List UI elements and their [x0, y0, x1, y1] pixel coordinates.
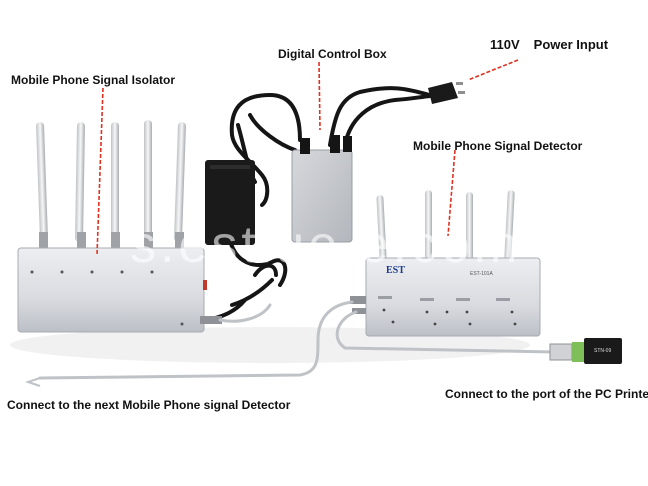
- pointer-power-input: [467, 59, 519, 81]
- signal-detector: [350, 190, 541, 337]
- printer-adapter: [549, 338, 622, 364]
- adapter-text: STN-09: [594, 348, 612, 354]
- label-connect-next: Connect to the next Mobile Phone signal …: [7, 398, 291, 412]
- digital-control-box: [291, 135, 353, 243]
- data-cables: [38, 300, 557, 380]
- pointer-isolator: [96, 87, 104, 256]
- isolator-antennas: [36, 120, 186, 250]
- pointer-lines: [96, 59, 519, 256]
- label-signal-isolator: Mobile Phone Signal Isolator: [11, 73, 176, 87]
- label-signal-detector: Mobile Phone Signal Detector: [413, 139, 583, 153]
- power-cables: [203, 86, 432, 322]
- detector-brand: EST: [386, 265, 405, 276]
- pointer-control-box: [318, 61, 321, 131]
- pointer-detector: [447, 149, 456, 237]
- cable-arrow-left: [24, 377, 41, 387]
- label-power-input-text: Power Input: [533, 37, 609, 52]
- power-plug: [428, 82, 465, 104]
- signal-isolator: [17, 120, 222, 333]
- label-digital-control-box: Digital Control Box: [278, 47, 387, 61]
- power-adapter: [205, 160, 255, 245]
- watermark: s.estlue.e.com: [130, 216, 522, 274]
- label-power-input: 110V Power Input: [490, 37, 608, 52]
- label-power-voltage: 110V: [490, 37, 520, 52]
- label-connect-printer: Connect to the port of the PC Printer: [445, 387, 648, 401]
- detector-antennas: [376, 190, 515, 261]
- detector-model: EST-101A: [470, 271, 493, 277]
